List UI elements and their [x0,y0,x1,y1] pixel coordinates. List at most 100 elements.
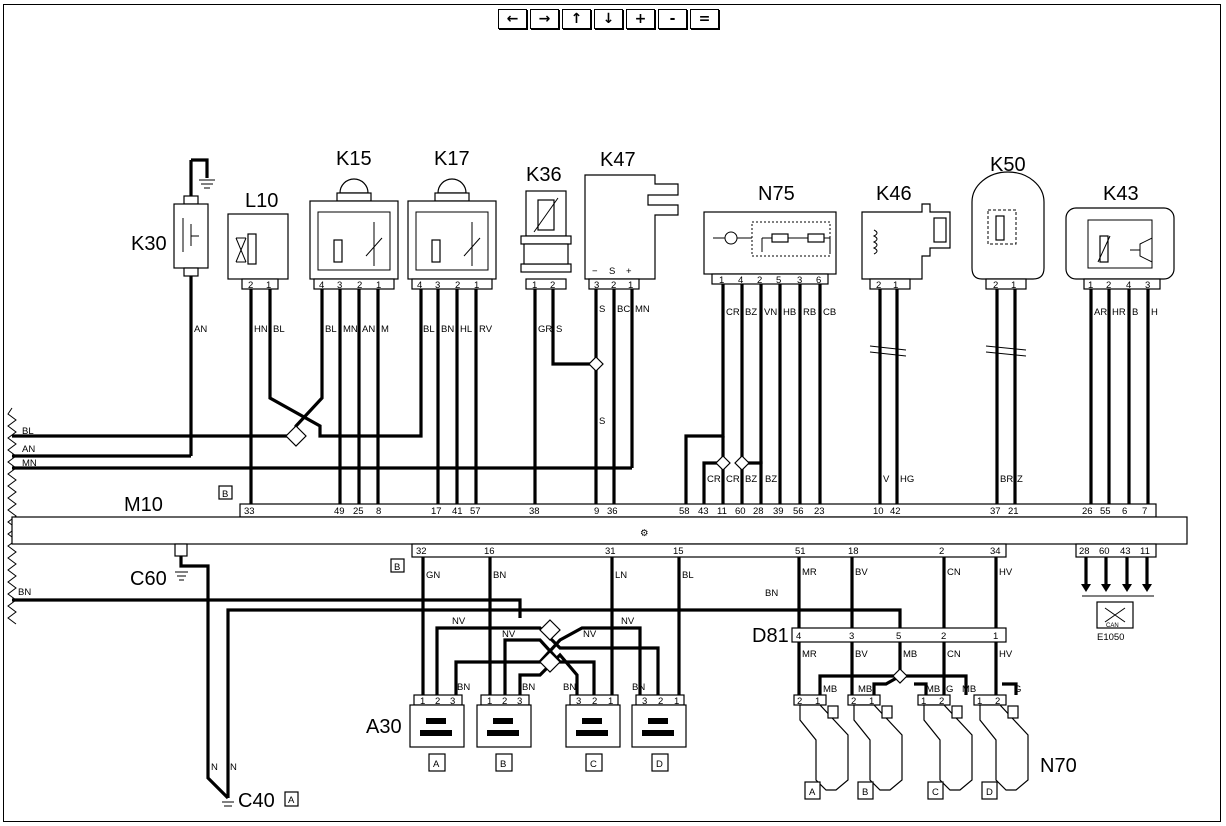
k17-label: K17 [434,148,470,170]
svg-text:31: 31 [605,546,616,557]
svg-text:AN: AN [362,324,375,335]
svg-text:MN: MN [635,304,650,315]
svg-text:B: B [862,787,868,798]
zoom-in-button[interactable]: + [626,9,655,29]
svg-text:BN: BN [493,570,506,581]
svg-text:S: S [599,304,605,315]
svg-text:2: 2 [876,280,881,291]
svg-text:MR: MR [802,567,817,578]
svg-text:+: + [626,266,632,277]
svg-text:1: 1 [893,280,898,291]
svg-text:3: 3 [337,280,342,291]
svg-text:16: 16 [484,546,495,557]
svg-text:11: 11 [1140,546,1150,557]
a30-label: A30 [366,716,402,738]
svg-text:A: A [809,787,816,798]
zoom-out-button[interactable]: - [658,9,687,29]
svg-text:3: 3 [797,275,802,286]
svg-text:MR: MR [802,649,817,660]
c40-label: C40 [238,790,275,812]
svg-text:51: 51 [795,546,806,557]
arrow-right-button[interactable]: → [530,9,559,29]
diagram-frame [3,4,1221,822]
svg-text:BV: BV [855,567,868,578]
svg-text:25: 25 [353,506,364,517]
injector-b [847,694,903,791]
svg-text:2: 2 [592,696,597,707]
svg-text:BZ: BZ [745,474,757,485]
k47-label: K47 [600,149,636,171]
svg-text:BL: BL [22,426,34,437]
svg-text:2: 2 [455,280,460,291]
svg-text:HR: HR [1112,307,1126,318]
svg-text:C: C [932,787,939,798]
svg-text:2: 2 [502,696,507,707]
svg-text:41: 41 [452,506,463,517]
svg-text:M: M [381,324,389,335]
svg-text:26: 26 [1082,506,1093,517]
svg-text:CN: CN [947,567,961,578]
arrow-left-button[interactable]: ← [498,9,527,29]
svg-text:3: 3 [1145,280,1150,291]
svg-text:10: 10 [873,506,884,517]
svg-text:1: 1 [376,280,381,291]
svg-text:28: 28 [753,506,764,517]
svg-text:LN: LN [615,570,627,581]
svg-text:1: 1 [869,696,874,707]
svg-text:2: 2 [993,280,998,291]
svg-text:S: S [556,324,562,335]
k15-component: 4 3 2 1 [294,178,399,504]
svg-text:1: 1 [487,696,492,707]
svg-text:2: 2 [611,280,616,291]
svg-text:CN: CN [947,649,961,660]
svg-text:−: − [592,266,598,277]
svg-text:AR: AR [1094,307,1107,318]
ground-circuit [174,543,902,807]
svg-text:6: 6 [816,275,821,286]
svg-text:RB: RB [803,307,816,318]
zoom-fit-button[interactable]: = [690,9,719,29]
arrow-up-button[interactable]: ↑ [562,9,591,29]
svg-text:17: 17 [431,506,442,517]
svg-text:8: 8 [376,506,381,517]
svg-text:MN: MN [343,324,358,335]
l10-label: L10 [245,190,278,212]
svg-text:CR: CR [707,474,721,485]
svg-text:2: 2 [550,280,555,291]
svg-text:2: 2 [939,546,944,557]
svg-text:4: 4 [319,280,324,291]
n70-label: N70 [1040,755,1077,777]
svg-text:BN: BN [18,587,31,598]
svg-text:1: 1 [921,696,926,707]
svg-text:3: 3 [594,280,599,291]
arrow-down-button[interactable]: ↓ [594,9,623,29]
svg-text:11: 11 [717,506,727,517]
svg-text:V: V [883,474,890,485]
svg-text:2: 2 [658,696,663,707]
left-break-line [7,407,17,625]
c40-marker-a: A [288,795,295,806]
k36-label: K36 [526,164,562,186]
svg-text:7: 7 [1142,506,1147,517]
svg-text:HB: HB [783,307,796,318]
svg-text:2: 2 [357,280,362,291]
svg-text:BN: BN [632,682,645,693]
svg-text:1: 1 [266,280,271,291]
svg-text:BZ: BZ [765,474,777,485]
svg-text:18: 18 [848,546,859,557]
navigation-toolbar: ← → ↑ ↓ + - = [498,9,719,29]
svg-text:37: 37 [990,506,1001,517]
svg-text:1: 1 [993,631,998,642]
svg-text:58: 58 [679,506,690,517]
svg-text:21: 21 [1008,506,1019,517]
svg-text:3: 3 [450,696,455,707]
upper-marker-b: B [222,489,228,500]
k50-label: K50 [990,154,1026,176]
svg-text:NV: NV [621,616,635,627]
svg-text:BR: BR [1000,474,1013,485]
svg-text:CR: CR [726,474,740,485]
svg-text:MB: MB [823,684,837,695]
